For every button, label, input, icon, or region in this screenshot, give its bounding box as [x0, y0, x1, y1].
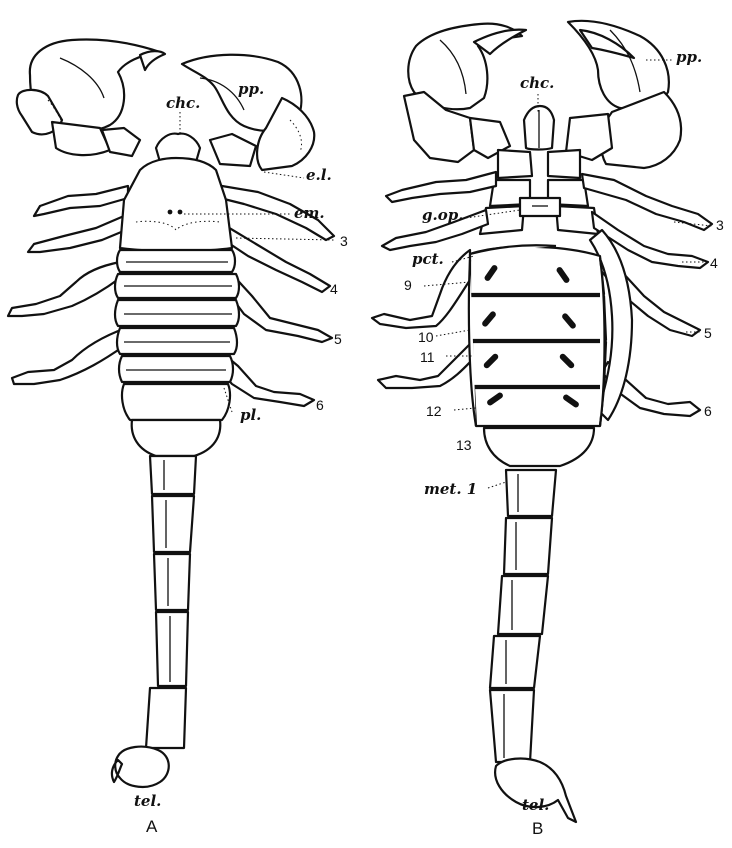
label-b-chelicerae: chc.: [520, 76, 554, 91]
panel-a-right-pedipalp: [182, 55, 314, 170]
label-b-leg-5: 5: [704, 326, 712, 340]
label-a-pleuron: pl.: [240, 408, 261, 423]
panel-a-left-pedipalp: [17, 40, 165, 157]
panel-b-left-pedipalp: [404, 24, 526, 162]
panel-b-caption: B: [532, 820, 543, 837]
label-b-metasoma-1: met. 1: [424, 482, 477, 497]
label-b-leg-4: 4: [710, 256, 718, 270]
label-a-pedipalp: pp.: [238, 82, 264, 97]
label-b-segment-13: 13: [456, 438, 472, 452]
label-a-leg-6: 6: [316, 398, 324, 412]
label-a-lateral-eyes: e.l.: [306, 168, 332, 183]
panel-a-mesosoma: [115, 250, 239, 456]
panel-a-metasoma: [146, 456, 196, 748]
panel-a-legs-left: [8, 186, 128, 384]
label-b-pecten: pct.: [412, 252, 444, 267]
panel-a-drawing: [8, 40, 334, 787]
label-b-telson: tel.: [522, 798, 549, 813]
label-b-genital-operculum: g.op.: [422, 208, 463, 223]
label-b-pedipalp: pp.: [676, 50, 702, 65]
label-b-segment-9: 9: [404, 278, 412, 292]
panel-b-metasoma: [490, 470, 556, 762]
label-a-leg-4: 4: [330, 282, 338, 296]
label-a-median-eyes: em.: [294, 206, 325, 221]
label-b-leg-3: 3: [716, 218, 724, 232]
panel-a-caption: A: [146, 818, 157, 835]
panel-b-drawing: [372, 21, 712, 822]
panel-a-carapace: [120, 158, 232, 251]
label-a-telson: tel.: [134, 794, 161, 809]
panel-b-right-pedipalp: [566, 21, 681, 168]
label-a-leg-5: 5: [334, 332, 342, 346]
label-b-segment-10: 10: [418, 330, 434, 344]
label-a-chelicerae: chc.: [166, 96, 200, 111]
panel-b-coxae: [480, 150, 598, 234]
panel-a-telson: [112, 747, 169, 787]
label-b-segment-11: 11: [420, 350, 435, 364]
label-b-leg-6: 6: [704, 404, 712, 418]
label-a-leg-3: 3: [340, 234, 348, 248]
label-b-segment-12: 12: [426, 404, 442, 418]
